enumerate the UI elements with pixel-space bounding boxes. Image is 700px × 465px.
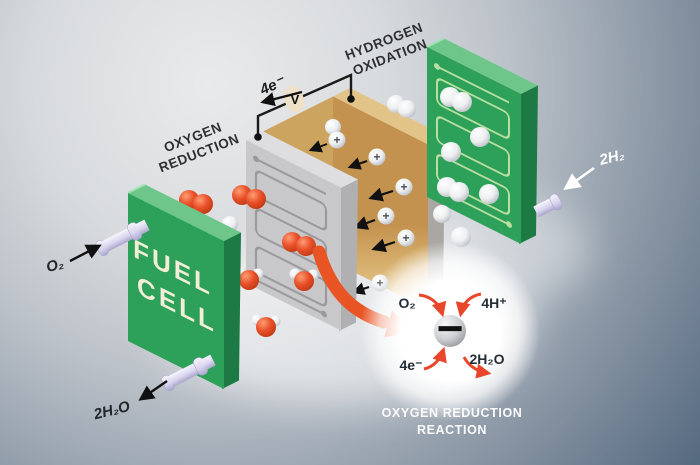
h2-molecule [387, 95, 416, 118]
water-outlet-annotation: 2H₂O [91, 380, 168, 424]
h2-molecule [470, 127, 490, 147]
proton: + [371, 229, 415, 253]
oxygen-inlet-annotation: O₂ [44, 244, 102, 276]
anode-plate-top-face [427, 38, 538, 94]
h2o-molecule [251, 314, 281, 337]
svg-text:+: + [402, 231, 409, 245]
fuel-cell-plate-front-face [128, 193, 224, 389]
proton: + [308, 131, 346, 153]
anode-plate-side-face [519, 85, 538, 244]
h2-molecule [441, 142, 461, 162]
proton: + [368, 178, 413, 202]
svg-text:+: + [373, 150, 380, 164]
oxygen-water-molecules [179, 185, 319, 337]
o2-molecule [282, 232, 316, 256]
h2-molecule [433, 205, 451, 223]
hydrogen-inlet-annotation: 2H₂ [563, 146, 627, 190]
water-outlet-label: 2H₂O [91, 398, 132, 424]
proton: + [353, 207, 395, 230]
wire-terminal [254, 133, 262, 141]
h2-molecule [325, 119, 341, 135]
svg-text:+: + [333, 133, 340, 147]
oxygen-inlet-label: O₂ [44, 255, 65, 276]
fuel-cell-plate-highlight [127, 183, 146, 194]
proton: + [347, 148, 386, 170]
hydrogen-inlet-label: 2H₂ [597, 146, 627, 169]
svg-text:+: + [400, 180, 407, 194]
inset-electrons-label: 4e⁻ [400, 357, 423, 373]
hydrogen-inlet-pipe [533, 193, 563, 218]
fuel-cell-plate-side-face [222, 232, 241, 389]
fuel-cell-plate: FUEL CELL [127, 183, 241, 389]
svg-text:+: + [382, 209, 389, 223]
membrane-top-rim [333, 88, 445, 145]
inset-caption-line2: REACTION [417, 423, 487, 437]
h2o-molecule [289, 268, 319, 291]
circuit-wire [256, 73, 353, 137]
electron-flow-label: 4e⁻ [257, 72, 289, 99]
wire-terminal [347, 95, 355, 103]
oxygen-inlet-arrow [69, 244, 102, 263]
inset-arrows [418, 292, 492, 379]
reaction-detail-inset: − O₂ 4H⁺ 4e⁻ 2H₂O OXYGEN REDUCTION REACT… [360, 241, 540, 437]
water-outlet-pipe [161, 354, 216, 391]
anode-flow-channels [434, 63, 512, 228]
o2-molecule [232, 185, 266, 209]
oxygen-reduction-label: OXYGEN REDUCTION [157, 119, 241, 175]
inset-caption-line1: OXYGEN REDUCTION [382, 406, 523, 420]
h2-molecule [437, 177, 469, 202]
inset-water-label: 2H₂O [469, 351, 504, 367]
inset-oxygen-label: O₂ [398, 295, 415, 311]
hydrogen-inlet-arrow [563, 166, 595, 190]
electron-sphere [434, 315, 466, 347]
hydrogen-oxidation-label: HYDROGEN OXIDATION [343, 20, 429, 79]
proton-group: + + + + + + [308, 131, 415, 295]
inset-protons-label: 4H⁺ [481, 295, 506, 311]
cathode-plate-top-face [246, 131, 358, 188]
water-outlet-arrow [138, 380, 168, 401]
electron-flow-arrow [260, 90, 303, 107]
h2-molecule [479, 184, 499, 204]
voltmeter-label: V [291, 92, 300, 107]
h2-molecule [440, 87, 472, 112]
fuel-cell-plate-top-face [128, 184, 241, 241]
anode-plate-highlight [426, 37, 445, 48]
